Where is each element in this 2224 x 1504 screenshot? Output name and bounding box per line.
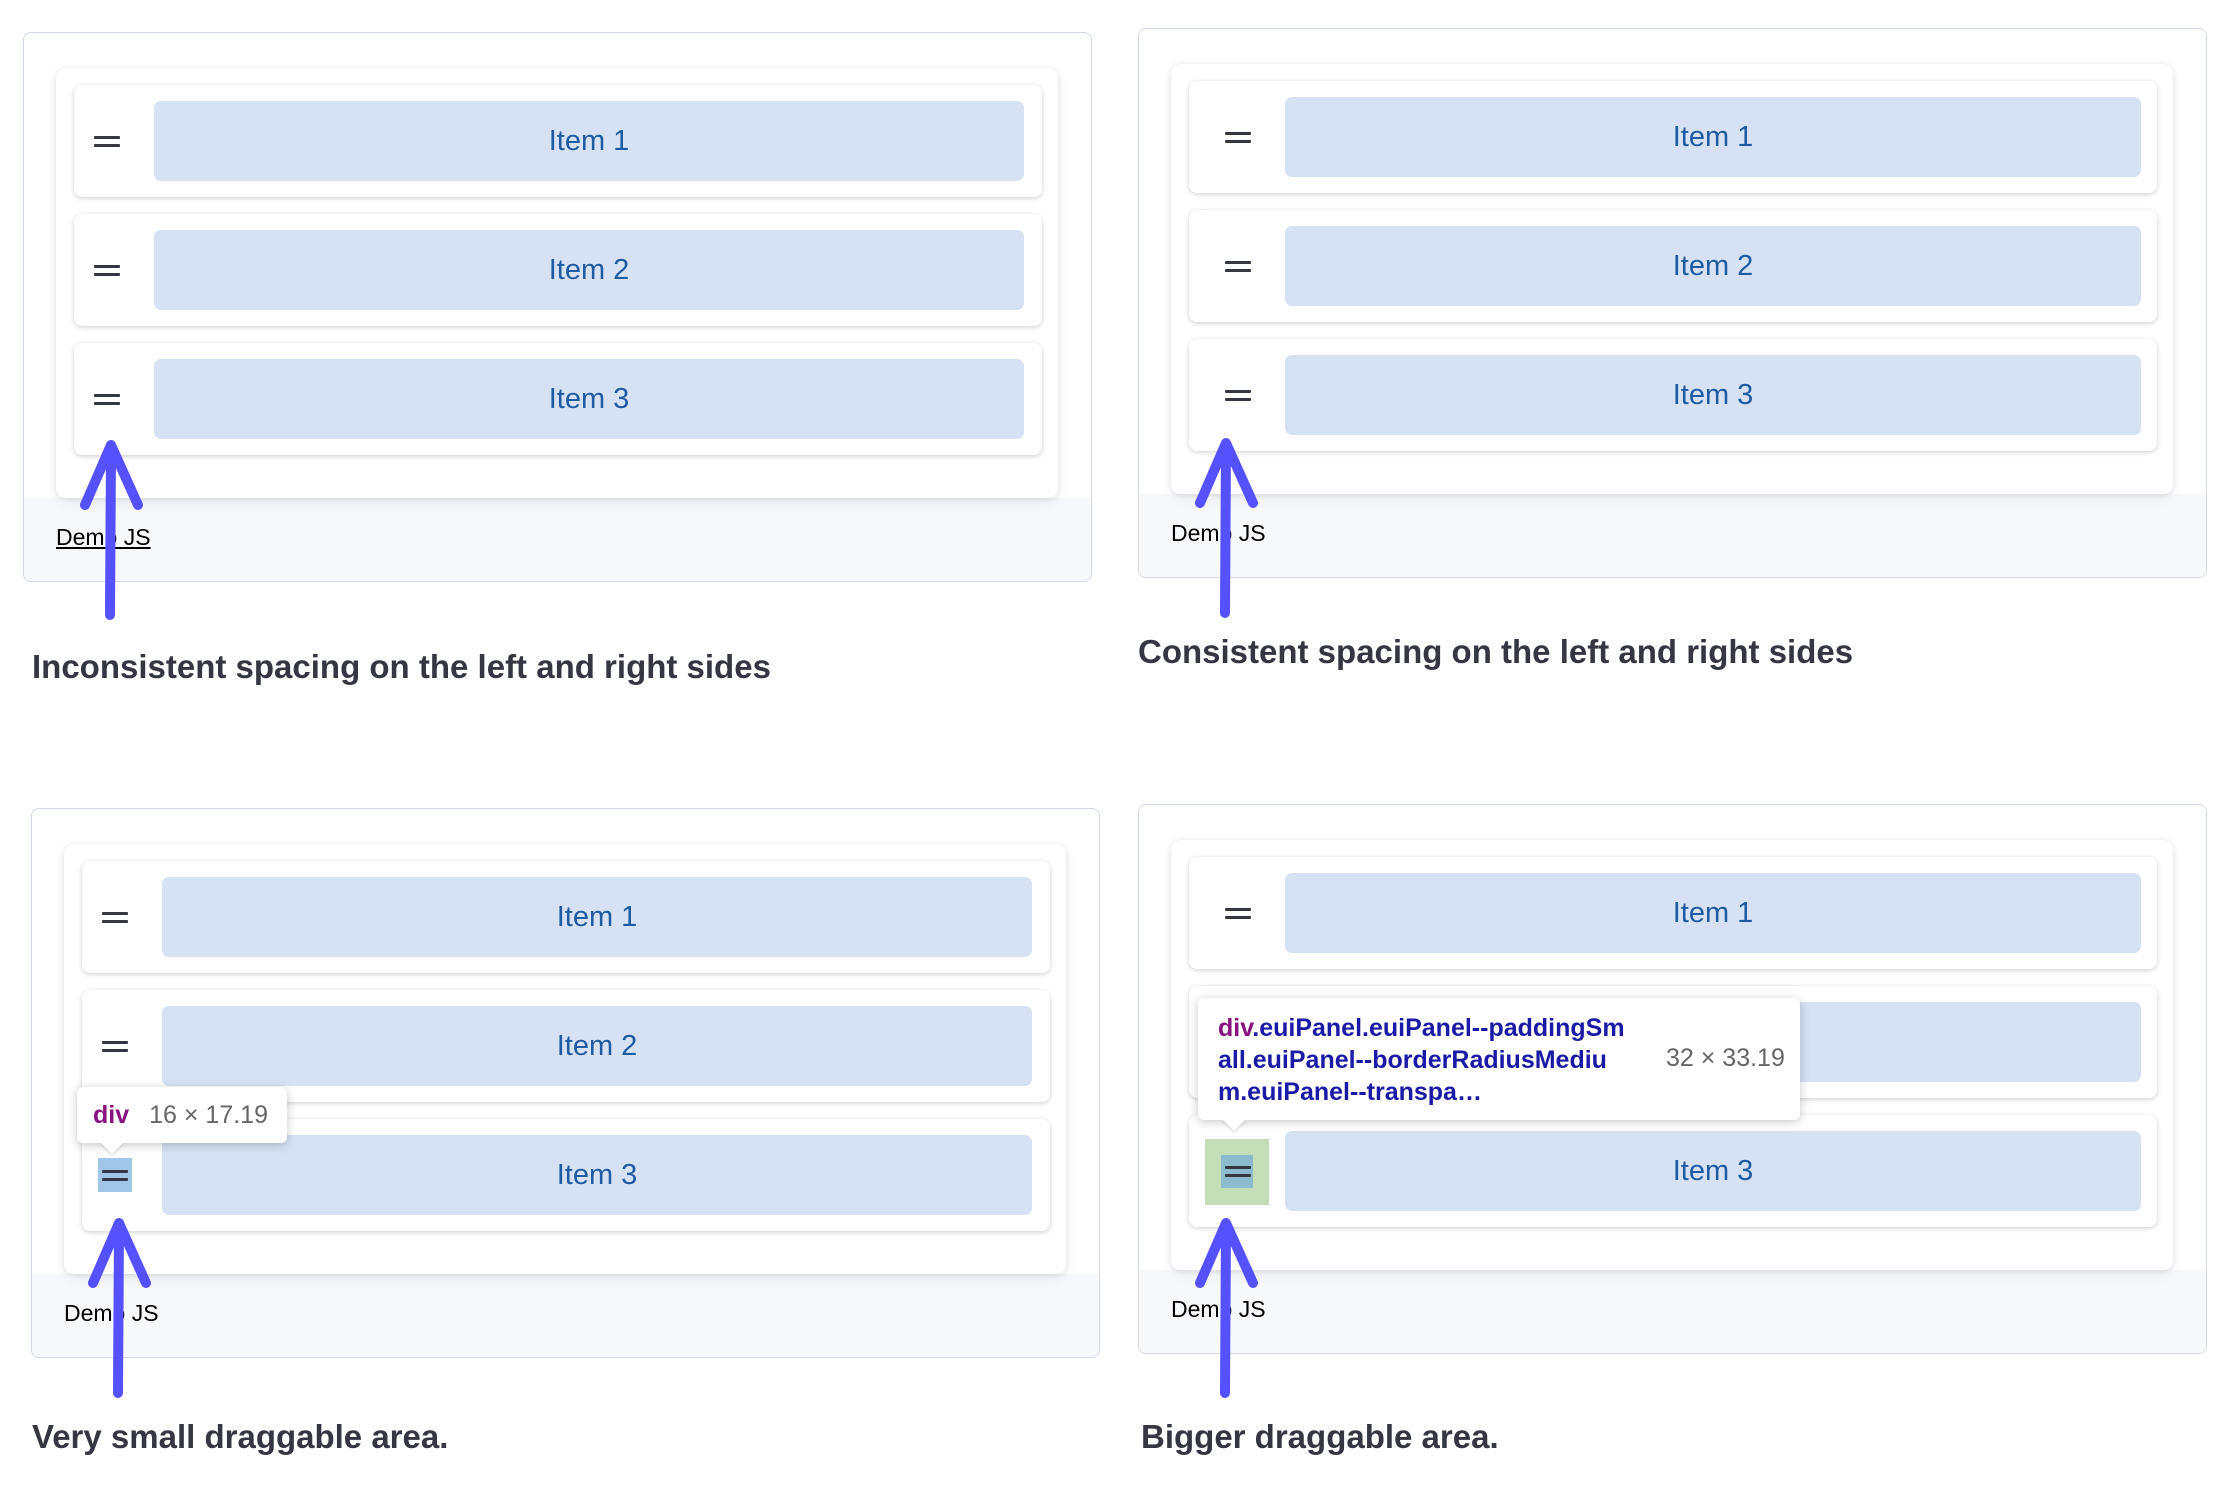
tooltip-tag: div (1218, 1014, 1253, 1042)
demo-js-link[interactable]: Demo JS (56, 524, 151, 550)
demo-footer: Demo JS (32, 1274, 1099, 1357)
drag-handle-icon[interactable] (94, 135, 120, 148)
drag-handle-icon[interactable] (1225, 907, 1251, 920)
tooltip-class: .euiPanel.euiPanel--paddingSm (1252, 1014, 1625, 1042)
item-label: Item 2 (162, 1006, 1032, 1086)
tooltip-class: m.euiPanel--transpa… (1218, 1078, 1482, 1106)
caption: Consistent spacing on the left and right… (1138, 633, 1854, 670)
demo-frame: Demo JS Item 1 Item 2 Item 3 (23, 32, 1092, 582)
inspector-tooltip: div 16 × 17.19 (77, 1087, 287, 1143)
caption: Very small draggable area. (32, 1418, 449, 1455)
tooltip-dims: 16 × 17.19 (149, 1100, 268, 1129)
list-item[interactable]: Item 2 (74, 214, 1042, 326)
item-label: Item 1 (1285, 873, 2141, 953)
tooltip-tag: div (93, 1100, 130, 1129)
tooltip-selector: div.euiPanel.euiPanel--paddingSm all.eui… (1218, 1012, 1648, 1108)
item-label: Item 3 (154, 359, 1024, 439)
list-item[interactable]: Item 2 (82, 990, 1050, 1102)
list-item[interactable]: Item 3 (1189, 1115, 2157, 1227)
drag-handle-icon[interactable] (102, 1169, 128, 1182)
demo-frame: Demo JS Item 1 Item 2 Item 3 (1138, 28, 2207, 578)
drag-handle-icon[interactable] (94, 393, 120, 406)
list-item[interactable]: Item 1 (1189, 81, 2157, 193)
item-label: Item 3 (1285, 355, 2141, 435)
list-panel: Item 1 Item 2 Item 3 (56, 68, 1058, 498)
tooltip-dims: 32 × 33.19 (1666, 1044, 1785, 1072)
arrow-up-icon (1195, 438, 1258, 618)
item-label: Item 1 (1285, 97, 2141, 177)
demo-js-link[interactable]: Demo JS (1171, 1296, 1266, 1322)
demo-footer: Demo JS (24, 498, 1091, 581)
demo-frame: Demo JS Item 1 Item 2 Item 3 (1138, 804, 2207, 1354)
item-label: Item 2 (154, 230, 1024, 310)
inspector-tooltip: div.euiPanel.euiPanel--paddingSm all.eui… (1198, 998, 1800, 1120)
item-label: Item 1 (154, 101, 1024, 181)
drag-handle-icon[interactable] (1225, 389, 1251, 402)
list-panel: Item 1 Item 2 Item 3 (1171, 840, 2173, 1270)
demo-js-link[interactable]: Demo JS (1171, 520, 1266, 546)
tooltip-class: all.euiPanel--borderRadiusMediu (1218, 1046, 1607, 1074)
item-label: Item 2 (1285, 226, 2141, 306)
tooltip-pointer (100, 1142, 124, 1154)
demo-frame: Demo JS Item 1 Item 2 Item 3 (31, 808, 1100, 1358)
list-item[interactable]: Item 2 (1189, 210, 2157, 322)
inspector-highlight (1221, 1155, 1253, 1188)
item-label: Item 3 (1285, 1131, 2141, 1211)
drag-handle-icon[interactable] (1225, 1165, 1251, 1178)
caption: Inconsistent spacing on the left and rig… (32, 648, 771, 685)
list-item[interactable]: Item 1 (1189, 857, 2157, 969)
list-item[interactable]: Item 1 (74, 85, 1042, 197)
list-panel: Item 1 Item 2 Item 3 (1171, 64, 2173, 494)
tooltip-pointer (1222, 1119, 1246, 1131)
demo-footer: Demo JS (1139, 1270, 2206, 1353)
list-panel: Item 1 Item 2 Item 3 (64, 844, 1066, 1274)
arrow-up-icon (1195, 1218, 1258, 1398)
arrow-up-icon (80, 440, 143, 620)
list-item[interactable]: Item 3 (1189, 339, 2157, 451)
inspector-highlight (98, 1158, 132, 1192)
list-item[interactable]: Item 3 (74, 343, 1042, 455)
demo-js-link[interactable]: Demo JS (64, 1300, 159, 1326)
demo-footer: Demo JS (1139, 494, 2206, 577)
list-item[interactable]: Item 1 (82, 861, 1050, 973)
item-label: Item 3 (162, 1135, 1032, 1215)
item-label: Item 1 (162, 877, 1032, 957)
caption: Bigger draggable area. (1141, 1418, 1499, 1455)
drag-handle-icon[interactable] (1225, 131, 1251, 144)
drag-handle-icon[interactable] (1225, 260, 1251, 273)
drag-handle-icon[interactable] (102, 911, 128, 924)
drag-handle-icon[interactable] (94, 264, 120, 277)
arrow-up-icon (88, 1218, 151, 1398)
drag-handle-icon[interactable] (102, 1040, 128, 1053)
